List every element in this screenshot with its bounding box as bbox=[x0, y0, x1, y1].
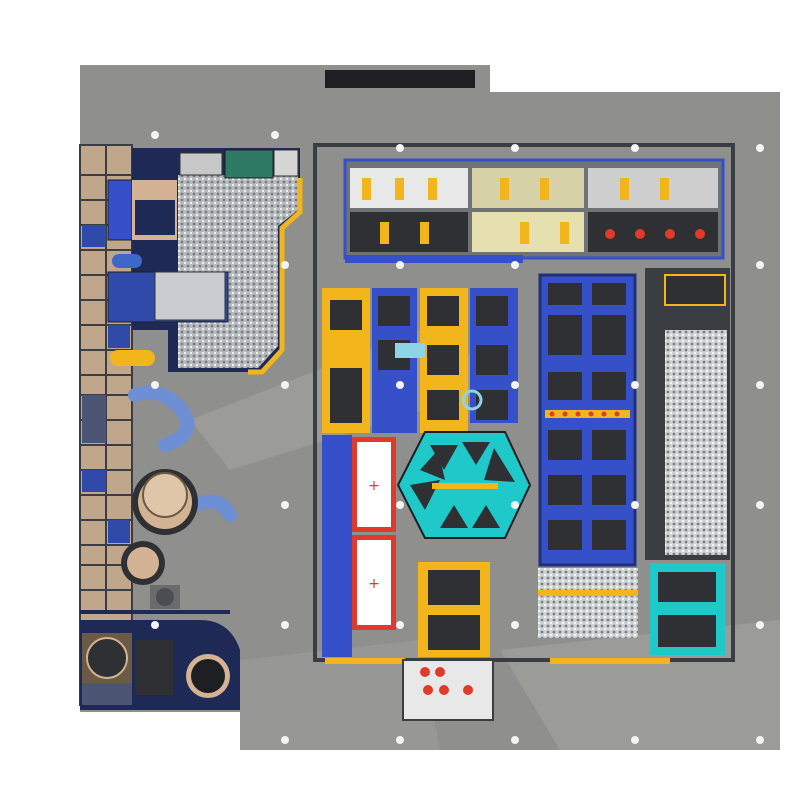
trampoline-grid-left bbox=[322, 288, 518, 433]
foam-pit-right bbox=[645, 268, 730, 560]
blue-trampoline-court bbox=[538, 273, 637, 567]
main-frame bbox=[313, 143, 735, 662]
bottom-left-room bbox=[80, 620, 240, 710]
plus-mark: + bbox=[368, 478, 380, 494]
reception-counter bbox=[402, 659, 494, 721]
plus-mark: + bbox=[368, 576, 380, 592]
airtrack-lane: + + bbox=[322, 435, 396, 657]
wall-slot bbox=[325, 70, 475, 88]
ball-pit-zone bbox=[107, 148, 303, 375]
ninja-course bbox=[343, 158, 725, 263]
floor-light-ray bbox=[240, 640, 440, 750]
tube-slides bbox=[128, 385, 237, 522]
cyan-trampolines-bottom bbox=[650, 563, 725, 655]
edge-strip bbox=[325, 658, 405, 664]
hexagon-dodgeball bbox=[396, 431, 532, 539]
columns bbox=[151, 131, 764, 744]
round-towers bbox=[80, 469, 230, 614]
yellow-trampolines-bottom bbox=[418, 562, 490, 657]
edge-strip bbox=[550, 658, 670, 664]
foam-pit-center bbox=[538, 568, 638, 638]
